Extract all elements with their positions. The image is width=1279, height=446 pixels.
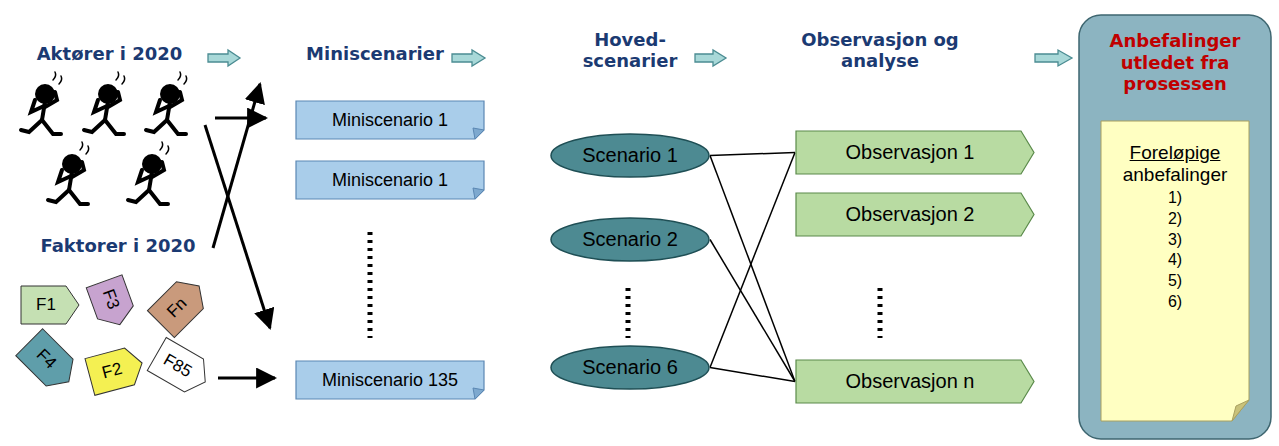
scenario-ellipse: Scenario 2 [550, 217, 710, 262]
scenario-ellipse: Scenario 6 [550, 345, 710, 390]
input-arrows [205, 84, 275, 378]
observation-arrow: Observasjon n [795, 359, 1035, 404]
panel-heading: Anbefalinger utledet fra prosessen [1078, 14, 1272, 95]
note-heading: Foreløpige [1100, 142, 1250, 164]
connector-line [710, 153, 795, 156]
factor-tag: F2 [84, 343, 148, 396]
list-number: 2) [1100, 209, 1250, 230]
scenario-ellipse: Scenario 1 [550, 133, 710, 178]
miniscenario-label: Miniscenario 1 [332, 170, 448, 191]
column-heading: Aktører i 2020 [12, 44, 207, 65]
factor-label: F1 [36, 295, 64, 315]
recommendation-note: Foreløpigeanbefalinger1)2)3)4)5)6) [1100, 120, 1250, 422]
list-number: 4) [1100, 250, 1250, 271]
miniscenario-label: Miniscenario 135 [322, 370, 458, 391]
factor-tag: F85 [146, 336, 216, 400]
miniscenario-box: Miniscenario 1 [295, 160, 485, 200]
observation-arrow: Observasjon 2 [795, 192, 1035, 237]
miniscenario-label: Miniscenario 1 [332, 110, 448, 131]
connector-line [710, 368, 795, 382]
factor-tag: F4 [14, 327, 83, 396]
miniscenario-box: Miniscenario 135 [295, 360, 485, 400]
factor-tag: F1 [20, 285, 80, 325]
list-number: 1) [1100, 188, 1250, 209]
scenario-label: Scenario 6 [582, 356, 678, 379]
list-number: 6) [1100, 292, 1250, 313]
recommendation-panel: Anbefalinger utledet fra prosessenForelø… [1078, 14, 1272, 440]
observation-arrow: Observasjon 1 [795, 130, 1035, 175]
observation-label: Observasjon n [846, 370, 985, 393]
miniscenario-box: Miniscenario 1 [295, 100, 485, 140]
scenario-label: Scenario 2 [582, 228, 678, 251]
observation-label: Observasjon 2 [846, 203, 985, 226]
observation-label: Observasjon 1 [846, 141, 985, 164]
column-heading: Miniscenarier [290, 44, 460, 65]
scenario-label: Scenario 1 [582, 144, 678, 167]
column-heading: Observasjon og analyse [780, 30, 980, 71]
note-heading: anbefalinger [1100, 164, 1250, 186]
actor-figures [21, 72, 187, 204]
connector-line [710, 156, 795, 382]
column-heading: Hoved- scenarier [560, 30, 700, 71]
factor-tag: Fn [146, 271, 214, 339]
connector-line [710, 153, 795, 368]
list-number: 3) [1100, 230, 1250, 251]
factor-tag: F3 [85, 274, 139, 333]
list-number: 5) [1100, 271, 1250, 292]
column-heading: Faktorer i 2020 [8, 236, 228, 257]
